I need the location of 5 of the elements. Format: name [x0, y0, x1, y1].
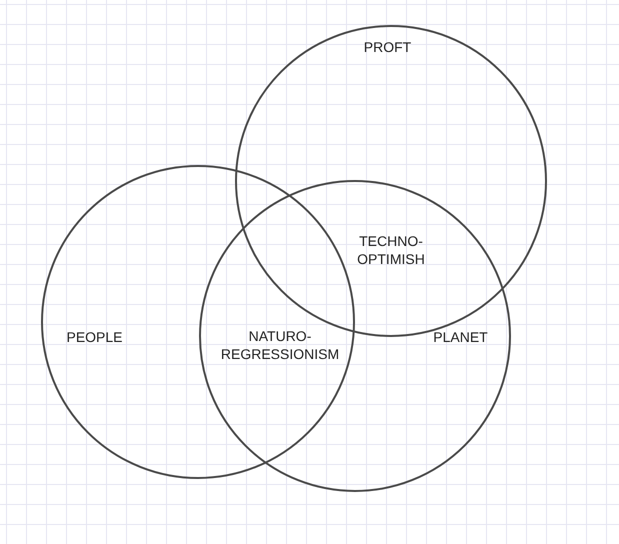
circle-label: PEOPLE: [66, 330, 123, 344]
circle-label: PROFT: [364, 40, 412, 54]
overlap-label: TECHNO- OPTIMISH: [356, 232, 426, 268]
circle-label: PLANET: [433, 330, 488, 344]
overlap-label: NATURO- REGRESSIONISM: [220, 327, 340, 363]
